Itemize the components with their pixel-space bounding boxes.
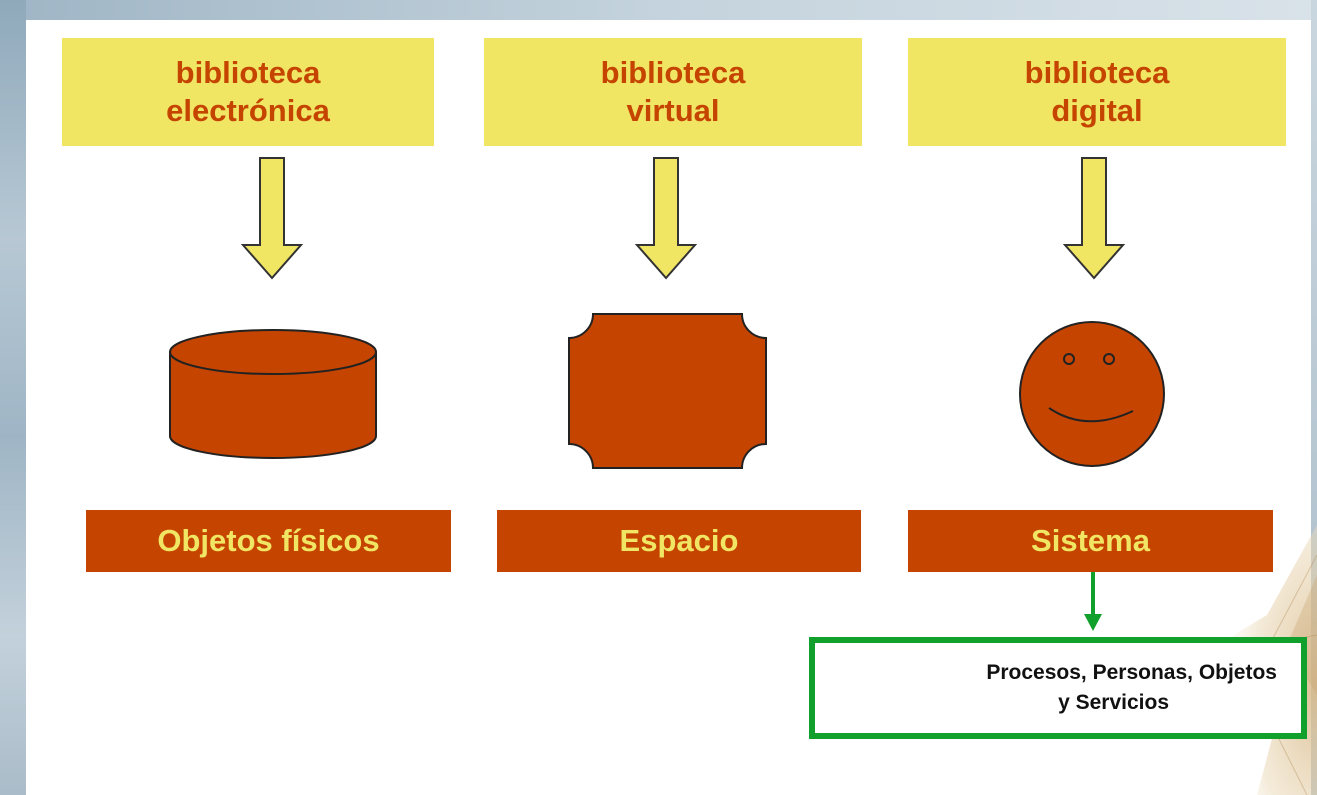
plaque-icon: [568, 313, 767, 469]
header-line-1: biblioteca: [175, 55, 321, 90]
header-biblioteca-virtual: biblioteca virtual: [484, 38, 862, 146]
label-text: Sistema: [1031, 523, 1150, 558]
header-line-1: biblioteca: [600, 55, 746, 90]
green-down-arrow-icon: [1084, 572, 1102, 631]
label-text: Espacio: [619, 523, 739, 558]
header-line-2: digital: [1051, 93, 1143, 128]
down-arrow-icon: [1062, 157, 1126, 280]
label-espacio: Espacio: [497, 510, 861, 572]
header-line-2: electrónica: [166, 93, 330, 128]
detail-line-2: y Servicios: [1058, 691, 1169, 714]
down-arrow-icon: [634, 157, 698, 280]
detail-box: Procesos, Personas, Objetos y Servicios: [809, 637, 1307, 739]
down-arrow-icon: [240, 157, 304, 280]
header-biblioteca-electronica: biblioteca electrónica: [62, 38, 434, 146]
header-biblioteca-digital: biblioteca digital: [908, 38, 1286, 146]
slide-frame-right: [1311, 0, 1317, 795]
cylinder-icon: [169, 329, 377, 459]
slide-frame-top: [0, 0, 1317, 20]
header-line-1: biblioteca: [1024, 55, 1170, 90]
label-text: Objetos físicos: [157, 523, 380, 558]
detail-line-1: Procesos, Personas, Objetos: [986, 661, 1277, 684]
slide-frame-left: [0, 0, 26, 795]
label-objetos-fisicos: Objetos físicos: [86, 510, 451, 572]
smiley-face-icon: [1019, 321, 1165, 467]
header-line-2: virtual: [626, 93, 720, 128]
label-sistema: Sistema: [908, 510, 1273, 572]
